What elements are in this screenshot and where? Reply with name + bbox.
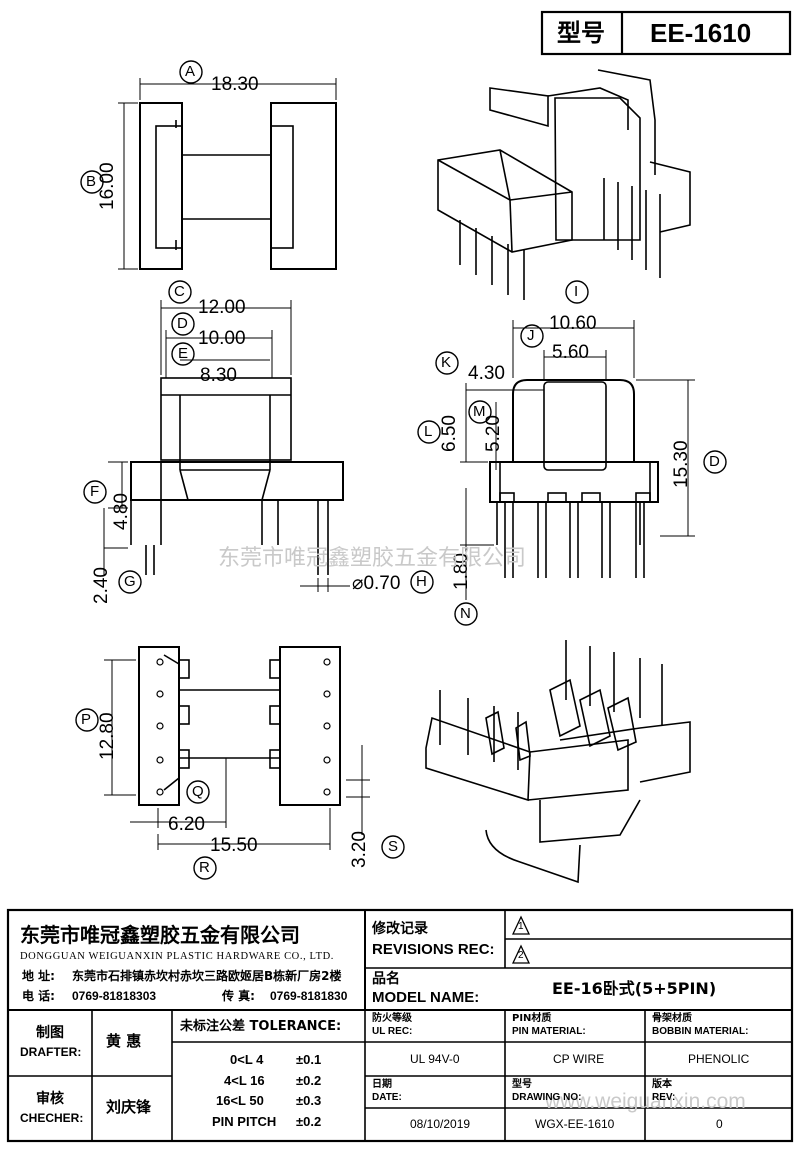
tolerance-range-1: 0<L 4 <box>230 1052 264 1067</box>
fire-label-en: UL REC: <box>372 1026 413 1037</box>
revision-1: 1 <box>518 921 524 932</box>
bobbin-value: PHENOLIC <box>688 1052 750 1066</box>
fax-value: 0769-8181830 <box>270 989 348 1003</box>
marker-k: K <box>441 354 452 371</box>
dim-g-value: 2.40 <box>91 567 112 604</box>
pin-value: CP WIRE <box>553 1052 605 1066</box>
marker-p: P <box>81 711 92 728</box>
tolerance-value-1: ±0.1 <box>296 1052 322 1067</box>
marker-d: D <box>177 315 188 332</box>
bobbin-label-cn: 骨架材质 <box>652 1013 692 1024</box>
dim-l-value: 6.50 <box>439 415 460 452</box>
marker-j: J <box>527 327 535 344</box>
dim-s-value: 3.20 <box>349 831 370 868</box>
tolerance-range-2: 4<L 16 <box>224 1073 265 1088</box>
model-label: 型号 <box>557 19 605 47</box>
dim-m-value: 5.20 <box>483 415 504 452</box>
watermark-center: 东莞市唯冠鑫塑胶五金有限公司 <box>218 546 527 571</box>
tolerance-value-3: ±0.3 <box>296 1093 322 1108</box>
marker-f: F <box>90 483 100 500</box>
dim-c-value: 12.00 <box>198 297 246 318</box>
drawing-value: WGX-EE-1610 <box>535 1117 615 1131</box>
tolerance-value-2: ±0.2 <box>296 1073 322 1088</box>
marker-c: C <box>174 283 185 300</box>
marker-m: M <box>473 403 486 420</box>
date-label-cn: 日期 <box>372 1079 392 1090</box>
revisions-label-en: REVISIONS REC: <box>372 941 495 958</box>
rev-label-en: REV: <box>652 1092 676 1103</box>
marker-i: I <box>574 283 579 300</box>
dim-i-value: 10.60 <box>549 313 597 334</box>
dim-d-value: 10.00 <box>198 328 246 349</box>
address-value: 东莞市石排镇赤坎村赤坎三路欧姬居B栋新厂房2楼 <box>72 969 342 983</box>
dim-b-value: 16.00 <box>97 162 118 210</box>
pin-label-cn: PIN材质 <box>512 1013 552 1024</box>
marker-a: A <box>185 63 196 80</box>
dim-h-value: ⌀0.70 <box>352 573 401 594</box>
drawing-label-cn: 型号 <box>512 1079 532 1090</box>
marker-l: L <box>424 423 433 440</box>
checker-label-cn: 审核 <box>36 1091 64 1107</box>
marker-r: R <box>199 859 210 876</box>
dim-a-value: 18.30 <box>211 74 259 95</box>
marker-q: Q <box>192 783 204 800</box>
pin-label-en: PIN MATERIAL: <box>512 1026 586 1037</box>
marker-h: H <box>416 573 427 590</box>
rev-label-cn: 版本 <box>652 1079 672 1090</box>
model-name-label-en: MODEL NAME: <box>372 989 480 1006</box>
tolerance-title: 未标注公差 TOLERANCE: <box>180 1019 342 1034</box>
marker-n: N <box>460 605 471 622</box>
model-name-label-cn: 品名 <box>372 971 400 987</box>
marker-b: B <box>86 173 97 190</box>
checker-label-en: CHECHER: <box>20 1111 84 1125</box>
model-name-value: EE-16卧式(5+5PIN) <box>552 979 717 998</box>
phone-label: 电 话: <box>22 989 55 1003</box>
fire-value: UL 94V-0 <box>410 1052 460 1066</box>
checker-name: 刘庆锋 <box>106 1098 152 1116</box>
marker-d2: D <box>709 453 720 470</box>
drafter-label-cn: 制图 <box>36 1025 64 1041</box>
marker-s: S <box>388 838 399 855</box>
dim-q-value: 6.20 <box>168 814 205 835</box>
drafter-label-en: DRAFTER: <box>20 1045 82 1059</box>
date-label-en: DATE: <box>372 1092 402 1103</box>
tolerance-range-3: 16<L 50 <box>216 1093 264 1108</box>
watermark-bottom: www.weiguanxin.com <box>545 1090 746 1113</box>
address-label: 地 址: <box>22 969 55 983</box>
dim-d2-value: 15.30 <box>671 440 692 488</box>
model-number: EE-1610 <box>650 18 752 48</box>
drawing-label-en: DRAWING NO: <box>512 1092 582 1103</box>
marker-g: G <box>124 573 136 590</box>
phone-value: 0769-81818303 <box>72 989 157 1003</box>
fire-label-cn: 防火等级 <box>372 1013 412 1024</box>
tolerance-range-4: PIN PITCH <box>212 1114 277 1129</box>
date-value: 08/10/2019 <box>410 1117 471 1131</box>
dim-f-value: 4.80 <box>111 493 132 530</box>
company-name-cn: 东莞市唯冠鑫塑胶五金有限公司 <box>20 923 300 947</box>
dim-k-value: 4.30 <box>468 363 505 384</box>
dim-j-value: 5.60 <box>552 342 589 363</box>
rev-value: 0 <box>716 1117 723 1131</box>
revision-2: 2 <box>518 950 524 961</box>
bobbin-label-en: BOBBIN MATERIAL: <box>652 1026 749 1037</box>
drafter-name: 黄 惠 <box>106 1032 142 1050</box>
revisions-label-cn: 修改记录 <box>372 921 428 937</box>
dim-p-value: 12.80 <box>97 712 118 760</box>
dim-r-value: 15.50 <box>210 835 258 856</box>
marker-e: E <box>178 345 189 362</box>
fax-label: 传 真: <box>222 989 255 1003</box>
company-name-en: DONGGUAN WEIGUANXIN PLASTIC HARDWARE CO.… <box>20 951 335 962</box>
dim-e-value: 8.30 <box>200 365 237 386</box>
tolerance-value-4: ±0.2 <box>296 1114 322 1129</box>
